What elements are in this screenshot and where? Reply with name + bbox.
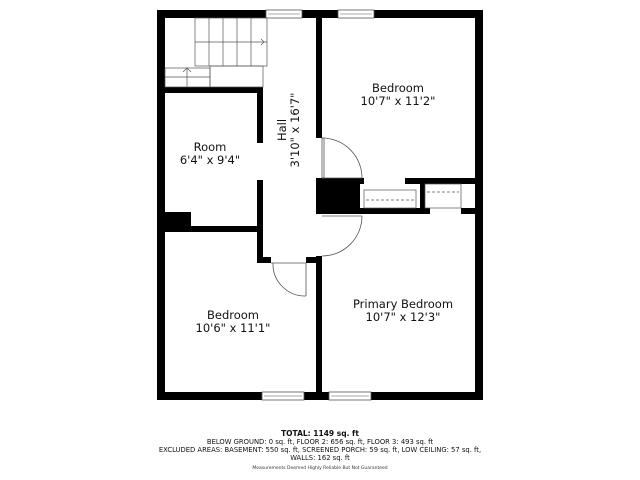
room-dims-bedroom-bottom: 10'6" x 11'1" [196,321,271,335]
walls-area: WALLS: 162 sq. ft [290,454,350,462]
room-labels: Bedroom 10'7" x 11'2" Room 6'4" x 9'4" H… [180,81,453,335]
room-name-room: Room [194,140,227,154]
staircase [164,17,268,88]
disclaimer: Measurements Deemed Highly Reliable But … [252,466,388,471]
excluded-areas: EXCLUDED AREAS: BASEMENT: 550 sq. ft, SC… [158,446,482,454]
doors [271,137,363,297]
floor-breakdown: BELOW GROUND: 0 sq. ft, FLOOR 2: 656 sq.… [206,438,434,446]
room-name-bedroom-bottom: Bedroom [207,308,259,322]
total-area: TOTAL: 1149 sq. ft [281,429,359,438]
closet-shelves [363,183,462,209]
room-name-hall: Hall [275,119,289,141]
room-dims-primary-bedroom: 10'7" x 12'3" [366,310,441,324]
room-dims-bedroom-top: 10'7" x 11'2" [361,94,436,108]
room-dims-hall: 3'10" x 16'7" [288,93,302,168]
room-dims-room: 6'4" x 9'4" [180,153,240,167]
room-name-primary-bedroom: Primary Bedroom [353,297,453,311]
room-name-bedroom-top: Bedroom [372,81,424,95]
windows [261,9,375,401]
interior-walls [157,10,483,400]
